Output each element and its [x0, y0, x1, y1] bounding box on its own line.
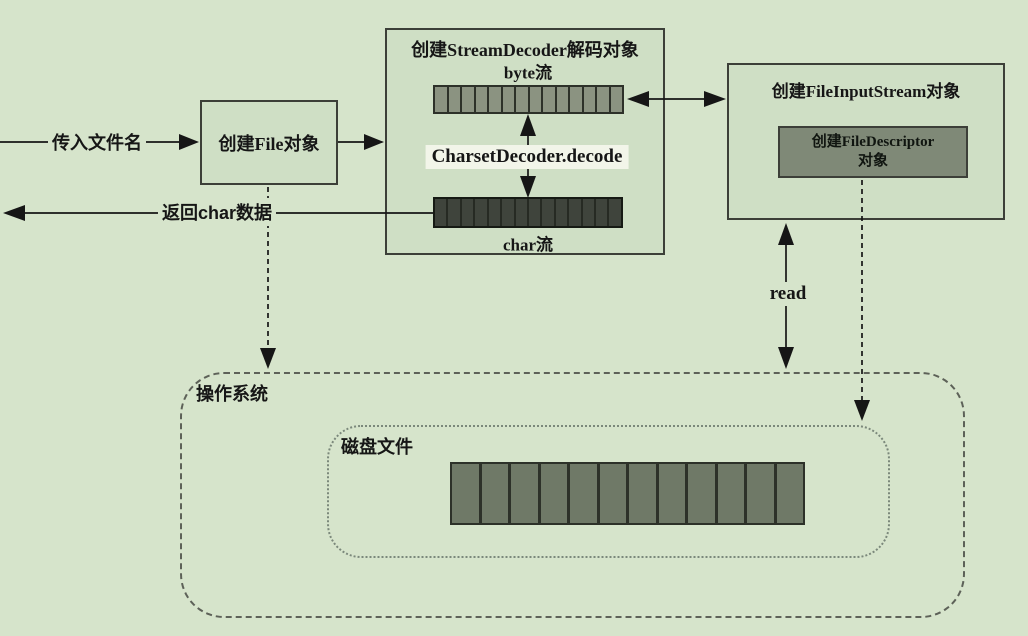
read-down-arrowhead — [778, 347, 794, 369]
bar-segment — [476, 87, 489, 112]
bar-segment — [541, 464, 570, 523]
bar-segment — [611, 87, 623, 112]
bar-segment — [583, 199, 597, 226]
bar-segment — [511, 464, 541, 523]
bar-segment — [435, 199, 449, 226]
bar-segment — [448, 199, 462, 226]
operating-system-region: 操作系统 — [180, 372, 965, 618]
bar-segment — [688, 464, 718, 523]
disk-file-blocks — [450, 462, 805, 525]
bar-segment — [629, 464, 659, 523]
bar-segment — [449, 87, 462, 112]
bar-segment — [569, 199, 583, 226]
file-input-stream-title: 创建FileInputStream对象 — [771, 82, 961, 101]
byte-stream-buffer — [433, 85, 624, 114]
create-file-object-title: 创建File对象 — [218, 133, 320, 154]
charset-decoder-decode-label: CharsetDecoder.decode — [425, 145, 629, 169]
file-descriptor-title-line2: 对象 — [857, 153, 888, 169]
bar-segment — [570, 87, 584, 112]
bar-segment — [597, 87, 611, 112]
bar-segment — [435, 87, 449, 112]
operating-system-label: 操作系统 — [196, 384, 268, 404]
bar-segment — [747, 464, 777, 523]
input-filename-arrowhead — [179, 134, 199, 150]
input-filename-label: 传入文件名 — [48, 128, 146, 156]
bar-segment — [530, 87, 543, 112]
read-up-arrowhead — [778, 223, 794, 245]
char-stream-label: char流 — [502, 235, 554, 255]
file-descriptor-title-line1: 创建FileDescriptor — [811, 134, 935, 151]
bar-segment — [556, 199, 570, 226]
bar-segment — [502, 199, 516, 226]
bar-segment — [557, 87, 570, 112]
bar-segment — [489, 199, 503, 226]
bar-segment — [482, 464, 511, 523]
stream-decoder-title: 创建StreamDecoder解码对象 — [411, 40, 639, 60]
file-descriptor-box: 创建FileDescriptor 对象 — [778, 126, 968, 178]
file-to-os-arrowhead — [260, 348, 276, 369]
bar-segment — [529, 199, 543, 226]
disk-file-region: 磁盘文件 — [327, 425, 890, 558]
bar-segment — [659, 464, 688, 523]
bar-segment — [584, 87, 597, 112]
bar-segment — [516, 199, 529, 226]
char-stream-buffer — [433, 197, 623, 228]
bar-segment — [596, 199, 610, 226]
bar-segment — [542, 199, 556, 226]
bar-segment — [718, 464, 747, 523]
byte-stream-label: byte流 — [503, 63, 553, 83]
bar-segment — [570, 464, 600, 523]
bar-segment — [489, 87, 503, 112]
bar-segment — [462, 87, 476, 112]
bar-segment — [777, 464, 804, 523]
return-char-label: 返回char数据 — [157, 198, 277, 226]
bar-segment — [609, 199, 620, 226]
read-label: read — [765, 282, 811, 306]
bar-segment — [543, 87, 557, 112]
disk-file-label: 磁盘文件 — [341, 437, 413, 457]
create-file-object-box: 创建File对象 — [200, 100, 338, 185]
byte-fis-right-arrowhead — [704, 91, 726, 107]
bar-segment — [503, 87, 516, 112]
bar-segment — [475, 199, 489, 226]
bar-segment — [462, 199, 476, 226]
file-to-decoder-arrowhead — [364, 134, 384, 150]
bar-segment — [600, 464, 629, 523]
return-char-arrowhead — [3, 205, 25, 221]
bar-segment — [516, 87, 530, 112]
bar-segment — [452, 464, 482, 523]
